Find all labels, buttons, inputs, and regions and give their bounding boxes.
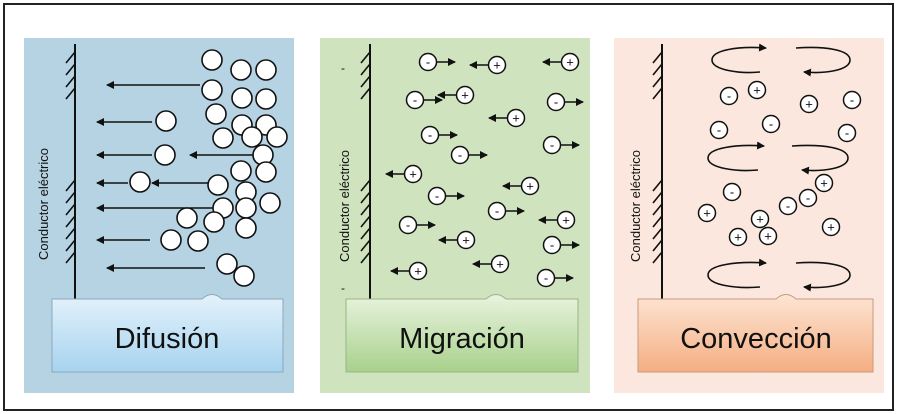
plus-sign: + [461,88,469,103]
cation: + [750,209,770,229]
electrode-charge-sign: - [341,281,345,295]
plus-sign: + [764,229,772,244]
panel-migracion: - - Conductor eléctrico -++-++----+-+-+-… [320,38,590,393]
plus-sign: + [496,257,504,272]
cation: + [728,227,748,247]
cation: + [747,80,767,100]
cation: + [437,85,475,105]
plus-sign: + [805,97,813,112]
anion: - [420,125,458,145]
cation: + [697,203,717,223]
anion: - [719,86,739,106]
plus-sign: + [493,58,501,73]
plus-sign: + [409,167,417,182]
plus-sign: + [562,213,570,228]
electrode-charge-sign: - [341,61,345,75]
minus-sign: - [413,93,417,108]
minus-sign: - [435,189,439,204]
cation: + [758,226,778,246]
minus-sign: - [426,55,430,70]
minus-sign: - [845,126,849,141]
anion: - [837,123,857,143]
plus-sign: + [756,212,764,227]
anion: - [427,186,465,206]
plus-sign: + [753,83,761,98]
minus-sign: - [806,191,810,206]
cation: + [472,254,510,274]
electrode-label: Conductor eléctrico [36,148,51,260]
label-box-migracion [345,294,579,373]
cation: + [814,173,834,193]
anion: - [398,215,436,235]
anion: - [709,120,729,140]
anion: - [542,235,580,255]
minus-sign: - [727,89,731,104]
anion: - [450,145,488,165]
anion: - [536,268,574,288]
plus-sign: + [414,264,422,279]
cation: + [385,164,423,184]
minus-sign: - [495,204,499,219]
minus-sign: - [850,93,854,108]
convection-ions: -++----+--+-++++ [697,80,862,247]
cation: + [502,176,540,196]
minus-sign: - [550,238,554,253]
cation: + [438,230,476,250]
minus-sign: - [554,95,558,110]
electrode-hatch-difusion [65,51,76,264]
diffusion-particles [129,49,288,287]
minus-sign: - [786,199,790,214]
cation: + [799,94,819,114]
label-box-difusion [51,294,284,373]
anion: - [761,114,781,134]
plus-sign: + [566,55,574,70]
plus-sign: + [703,206,711,221]
cation: + [538,210,576,230]
plus-sign: + [462,233,470,248]
minus-sign: - [428,128,432,143]
convection-loops [707,43,851,292]
label-box-conveccion [637,294,874,373]
anion: - [798,188,818,208]
cation: + [542,52,580,72]
cation: + [488,108,526,128]
minus-sign: - [550,138,554,153]
minus-sign: - [717,123,721,138]
plus-sign: + [827,220,835,235]
minus-sign: - [406,218,410,233]
plus-sign: + [734,230,742,245]
panel-label-migracion: Migración [399,323,525,355]
anion: - [842,90,862,110]
minus-sign: - [544,271,548,286]
anion: - [722,182,742,202]
anion: - [542,135,580,155]
plus-sign: + [820,176,828,191]
electrode-hatch-conveccion [652,51,663,264]
panel-difusion: Conductor eléctrico Difusión [24,38,294,393]
migration-ions: -++-++----+-+-+-+-++- [385,52,584,288]
minus-sign: - [730,185,734,200]
electrode-label: Conductor eléctrico [628,150,643,262]
panel-label-difusion: Difusión [115,323,220,355]
plus-sign: + [512,111,520,126]
cation: + [821,217,841,237]
electrode-hatch-migracion [360,51,371,264]
minus-sign: - [769,117,773,132]
cation: + [469,55,507,75]
electrode-label: Conductor eléctrico [337,150,352,262]
anion: - [418,52,456,72]
anion: - [546,92,584,112]
panel-conveccion: Conductor eléctrico -++----+--+-++++ Con… [614,38,884,393]
anion: - [487,201,525,221]
cation: + [390,261,428,281]
anion: - [778,196,798,216]
minus-sign: - [458,148,462,163]
anion: - [405,90,443,110]
panel-label-conveccion: Convección [680,323,832,355]
plus-sign: + [526,179,534,194]
